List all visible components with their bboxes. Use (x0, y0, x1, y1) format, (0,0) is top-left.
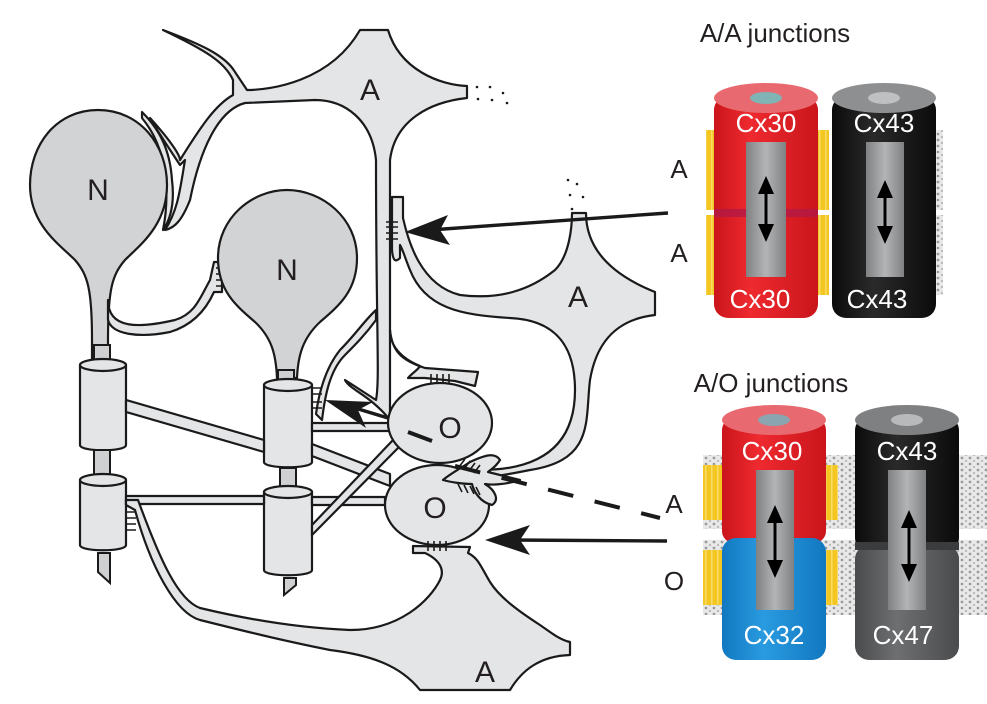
channel-ao-cx30-cx32: Cx30 Cx32 (722, 405, 826, 660)
astrocyte-top-label: A (360, 74, 380, 107)
myelinated-axon-left (78, 344, 128, 586)
astrocyte-top: A (148, 28, 509, 422)
cell-diagram: A N N A (28, 28, 669, 692)
bidirectional-arrow-icon (877, 180, 893, 244)
oligodendrocyte-top-label: O (438, 412, 461, 445)
channel-aa-cx30: Cx30 Cx30 (714, 83, 818, 318)
neuron-mid: N (216, 188, 359, 380)
bidirectional-arrow-icon (901, 510, 917, 582)
panel-aa-side-label-bottom: A (670, 238, 688, 268)
neuron-mid-label: N (276, 254, 298, 287)
astrocyte-bottom: A (124, 498, 572, 692)
myelinated-axon-mid (262, 369, 314, 598)
oligodendrocyte-bottom: O (383, 463, 491, 547)
panel-aa-side-label-top: A (670, 154, 688, 184)
oligo-dash-mark (407, 430, 433, 443)
oligodendrocyte-top: O (386, 381, 494, 465)
membrane-ao-yellow-mid-top (826, 465, 838, 520)
cx32-label: Cx32 (744, 620, 805, 650)
panel-ao-side-label-top: A (665, 489, 683, 519)
membrane-aa-mid-top (817, 130, 829, 210)
neuron-left-label: N (87, 174, 109, 207)
channel-ao-cx43-cx47: Cx43 Cx47 (855, 405, 959, 660)
cx30-bottom-label: Cx30 (730, 284, 791, 314)
panel-aa-junctions: A/A junctions A A Cx30 Cx30 (670, 18, 943, 318)
panel-ao-junctions: A/O junctions A O Cx30 Cx32 (664, 368, 987, 660)
cx43-bottom-label: Cx43 (847, 284, 908, 314)
dashed-line-to-ao-panel (454, 464, 661, 520)
cx43-top-label: Cx43 (854, 108, 915, 138)
bidirectional-arrow-icon (758, 176, 774, 242)
membrane-aa-right-bottom (935, 215, 943, 295)
astrocyte-mid-label: A (568, 281, 588, 314)
cx47-label: Cx47 (873, 620, 934, 650)
membrane-aa-right-top (935, 130, 943, 210)
astrocyte-top-process-dots (475, 85, 509, 105)
panel-ao-side-label-bottom: O (664, 566, 684, 596)
membrane-ao-yellow-mid-bottom (826, 550, 838, 605)
cx30-ao-label: Cx30 (742, 436, 803, 466)
gap-junction-astrocyte-astrocyte (386, 221, 398, 240)
gap-junction-ao-bottom (427, 541, 447, 551)
membrane-aa-left-top (706, 130, 715, 210)
membrane-aa-left-bottom (706, 215, 715, 295)
gap-junction-astrocyte-node (312, 387, 322, 409)
panel-ao-title: A/O junctions (694, 368, 849, 398)
gap-junction-astrocyte-axon (126, 511, 136, 531)
cx30-top-label: Cx30 (736, 108, 797, 138)
astrocyte-mid-process-dots (566, 178, 585, 211)
neuron-left: N (28, 108, 169, 362)
gap-junction-ao-top (430, 374, 450, 384)
membrane-aa-mid-bottom (817, 215, 829, 295)
oligodendrocyte-bottom-label: O (423, 492, 446, 525)
astrocyte-mid: A (390, 178, 657, 479)
arrow-aa-junction (405, 211, 669, 245)
panel-aa-title: A/A junctions (700, 18, 850, 48)
arrow-ao-junction (485, 525, 668, 555)
astrocyte-endfoot-oligo-top (388, 328, 480, 388)
astrocyte-process-to-oligo (314, 308, 378, 422)
gap-junction-oligo-oligo (457, 458, 481, 496)
channel-aa-cx43: Cx43 Cx43 (832, 83, 936, 318)
neuron-collateral (106, 260, 224, 336)
astrocyte-bottom-label: A (475, 656, 495, 689)
bidirectional-arrow-icon (767, 505, 783, 578)
cx43-ao-label: Cx43 (877, 436, 938, 466)
arrow-astrocyte-node (325, 400, 389, 428)
